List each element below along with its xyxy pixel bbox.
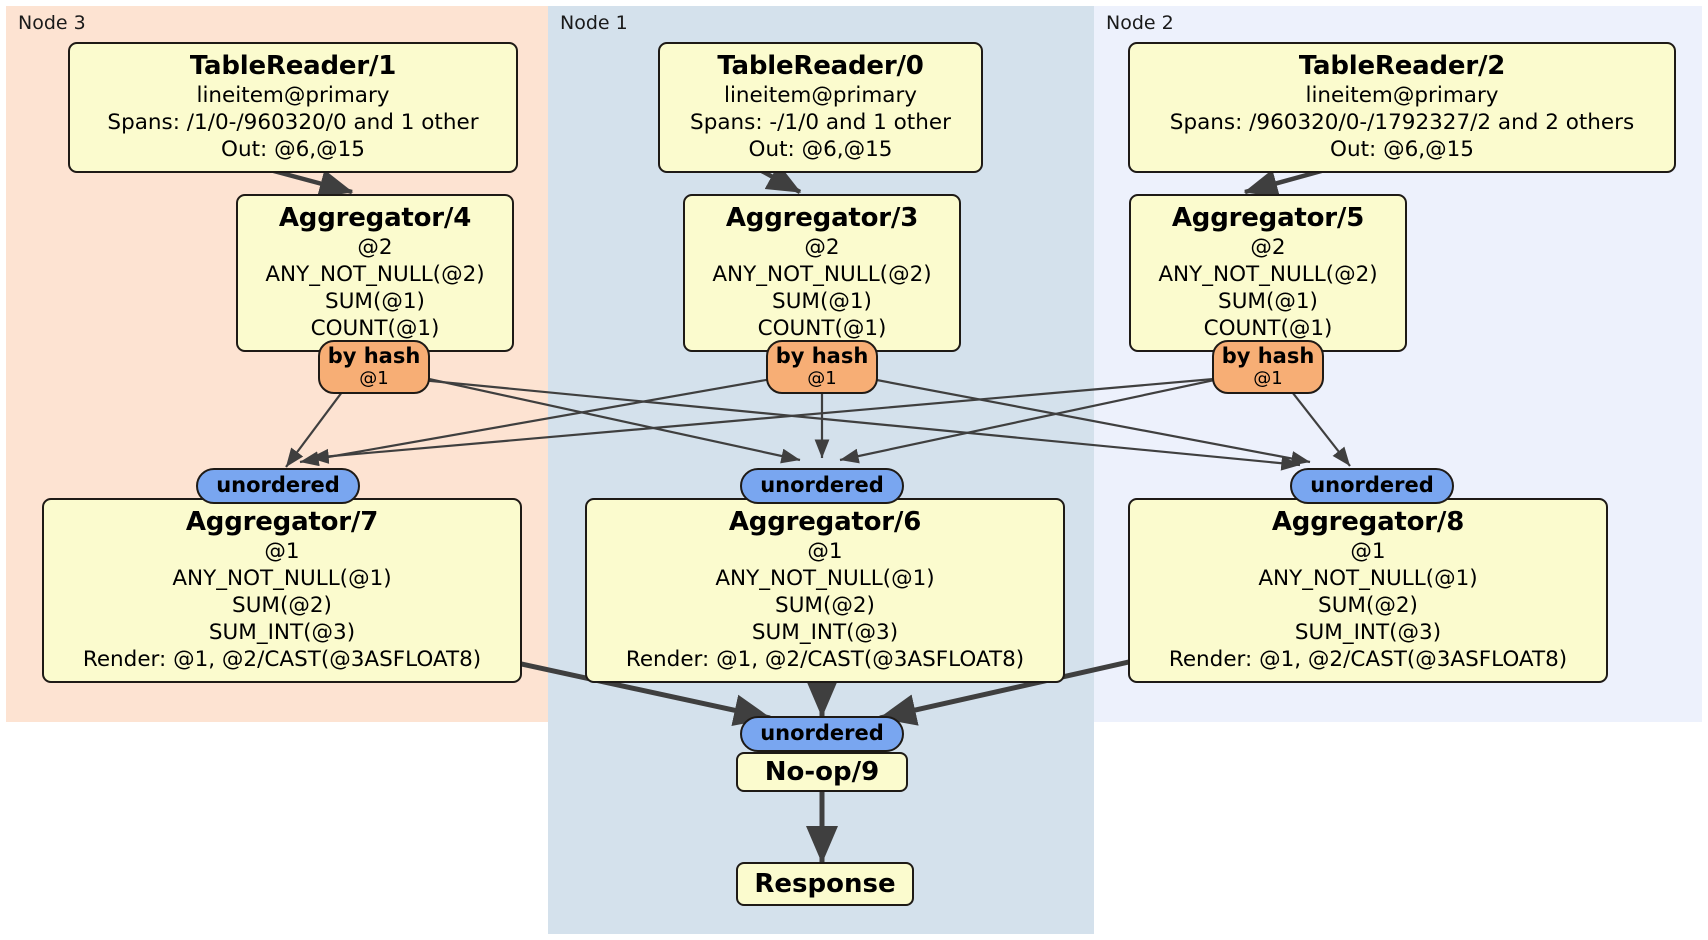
router-sublabel: @1 [807, 367, 837, 389]
processor-line: Spans: -/1/0 and 1 other [690, 109, 951, 135]
processor-no-op-9[interactable]: No-op/9 [736, 752, 908, 792]
processor-response[interactable]: Response [736, 862, 914, 906]
processor-line: SUM(@2) [232, 592, 332, 618]
processor-line: Out: @6,@15 [1330, 136, 1474, 162]
processor-line: SUM(@1) [772, 288, 872, 314]
processor-line: @1 [1350, 538, 1386, 564]
processor-title: Aggregator/5 [1171, 203, 1365, 233]
router-by-hash-node-1[interactable]: by hash @1 [766, 340, 878, 394]
processor-line: ANY_NOT_NULL(@2) [1158, 261, 1378, 287]
processor-line: @2 [804, 234, 840, 260]
processor-line: lineitem@primary [1305, 82, 1499, 108]
processor-line: SUM(@2) [775, 592, 875, 618]
processor-line: Render: @1, @2/CAST(@3ASFLOAT8) [1168, 646, 1568, 672]
processor-line: Out: @6,@15 [221, 136, 365, 162]
processor-line: Spans: /1/0-/960320/0 and 1 other [107, 109, 479, 135]
processor-line: ANY_NOT_NULL(@2) [712, 261, 932, 287]
router-label: by hash [1221, 344, 1315, 368]
processor-line: lineitem@primary [196, 82, 390, 108]
processor-title: Aggregator/6 [728, 507, 922, 537]
router-unordered-final[interactable]: unordered [740, 716, 904, 752]
node-label-node-3: Node 3 [18, 12, 86, 34]
node-label-node-2: Node 2 [1106, 12, 1174, 34]
router-label: unordered [760, 721, 884, 746]
processor-aggregator-7[interactable]: Aggregator/7 @1 ANY_NOT_NULL(@1) SUM(@2)… [42, 498, 522, 684]
processor-line: COUNT(@1) [757, 315, 887, 341]
processor-line: Render: @1, @2/CAST(@3ASFLOAT8) [625, 646, 1025, 672]
processor-title: Aggregator/3 [725, 203, 919, 233]
processor-line: SUM_INT(@3) [751, 619, 899, 645]
processor-line: @2 [1250, 234, 1286, 260]
router-label: unordered [760, 473, 884, 498]
processor-line: SUM(@2) [1318, 592, 1418, 618]
processor-line: lineitem@primary [723, 82, 918, 108]
processor-title: TableReader/0 [717, 51, 924, 81]
processor-title: Aggregator/8 [1271, 507, 1465, 537]
router-by-hash-node-3[interactable]: by hash @1 [318, 340, 430, 394]
processor-aggregator-4[interactable]: Aggregator/4 @2 ANY_NOT_NULL(@2) SUM(@1)… [236, 194, 514, 352]
processor-line: @1 [264, 538, 300, 564]
node-label-node-1: Node 1 [560, 12, 628, 34]
processor-line: ANY_NOT_NULL(@2) [265, 261, 485, 287]
processor-line: @2 [357, 234, 393, 260]
router-unordered-node-1[interactable]: unordered [740, 468, 904, 504]
processor-line: Spans: /960320/0-/1792327/2 and 2 others [1169, 109, 1635, 135]
processor-title: Response [754, 869, 896, 899]
router-by-hash-node-2[interactable]: by hash @1 [1212, 340, 1324, 394]
router-unordered-node-3[interactable]: unordered [196, 468, 360, 504]
processor-aggregator-5[interactable]: Aggregator/5 @2 ANY_NOT_NULL(@2) SUM(@1)… [1129, 194, 1407, 352]
router-label: unordered [216, 473, 340, 498]
processor-line: @1 [807, 538, 843, 564]
processor-title: Aggregator/7 [185, 507, 379, 537]
processor-aggregator-6[interactable]: Aggregator/6 @1 ANY_NOT_NULL(@1) SUM(@2)… [585, 498, 1065, 684]
processor-line: ANY_NOT_NULL(@1) [1258, 565, 1478, 591]
processor-aggregator-8[interactable]: Aggregator/8 @1 ANY_NOT_NULL(@1) SUM(@2)… [1128, 498, 1608, 684]
router-label: unordered [1310, 473, 1434, 498]
processor-line: Render: @1, @2/CAST(@3ASFLOAT8) [82, 646, 482, 672]
processor-line: COUNT(@1) [1203, 315, 1333, 341]
processor-title: No-op/9 [764, 757, 880, 787]
router-label: by hash [775, 344, 869, 368]
processor-title: TableReader/1 [189, 51, 397, 81]
router-unordered-node-2[interactable]: unordered [1290, 468, 1454, 504]
processor-line: SUM(@1) [325, 288, 425, 314]
processor-line: COUNT(@1) [310, 315, 440, 341]
router-sublabel: @1 [359, 367, 389, 389]
processor-table-reader-2[interactable]: TableReader/2 lineitem@primary Spans: /9… [1128, 42, 1676, 173]
processor-line: Out: @6,@15 [748, 136, 893, 162]
processor-line: SUM(@1) [1218, 288, 1318, 314]
processor-aggregator-3[interactable]: Aggregator/3 @2 ANY_NOT_NULL(@2) SUM(@1)… [683, 194, 961, 352]
processor-line: ANY_NOT_NULL(@1) [172, 565, 392, 591]
processor-line: ANY_NOT_NULL(@1) [715, 565, 935, 591]
processor-table-reader-0[interactable]: TableReader/0 lineitem@primary Spans: -/… [658, 42, 983, 173]
router-sublabel: @1 [1253, 367, 1283, 389]
processor-line: SUM_INT(@3) [208, 619, 356, 645]
processor-title: Aggregator/4 [278, 203, 472, 233]
processor-line: SUM_INT(@3) [1294, 619, 1442, 645]
router-label: by hash [327, 344, 421, 368]
processor-title: TableReader/2 [1298, 51, 1506, 81]
processor-table-reader-1[interactable]: TableReader/1 lineitem@primary Spans: /1… [68, 42, 518, 173]
